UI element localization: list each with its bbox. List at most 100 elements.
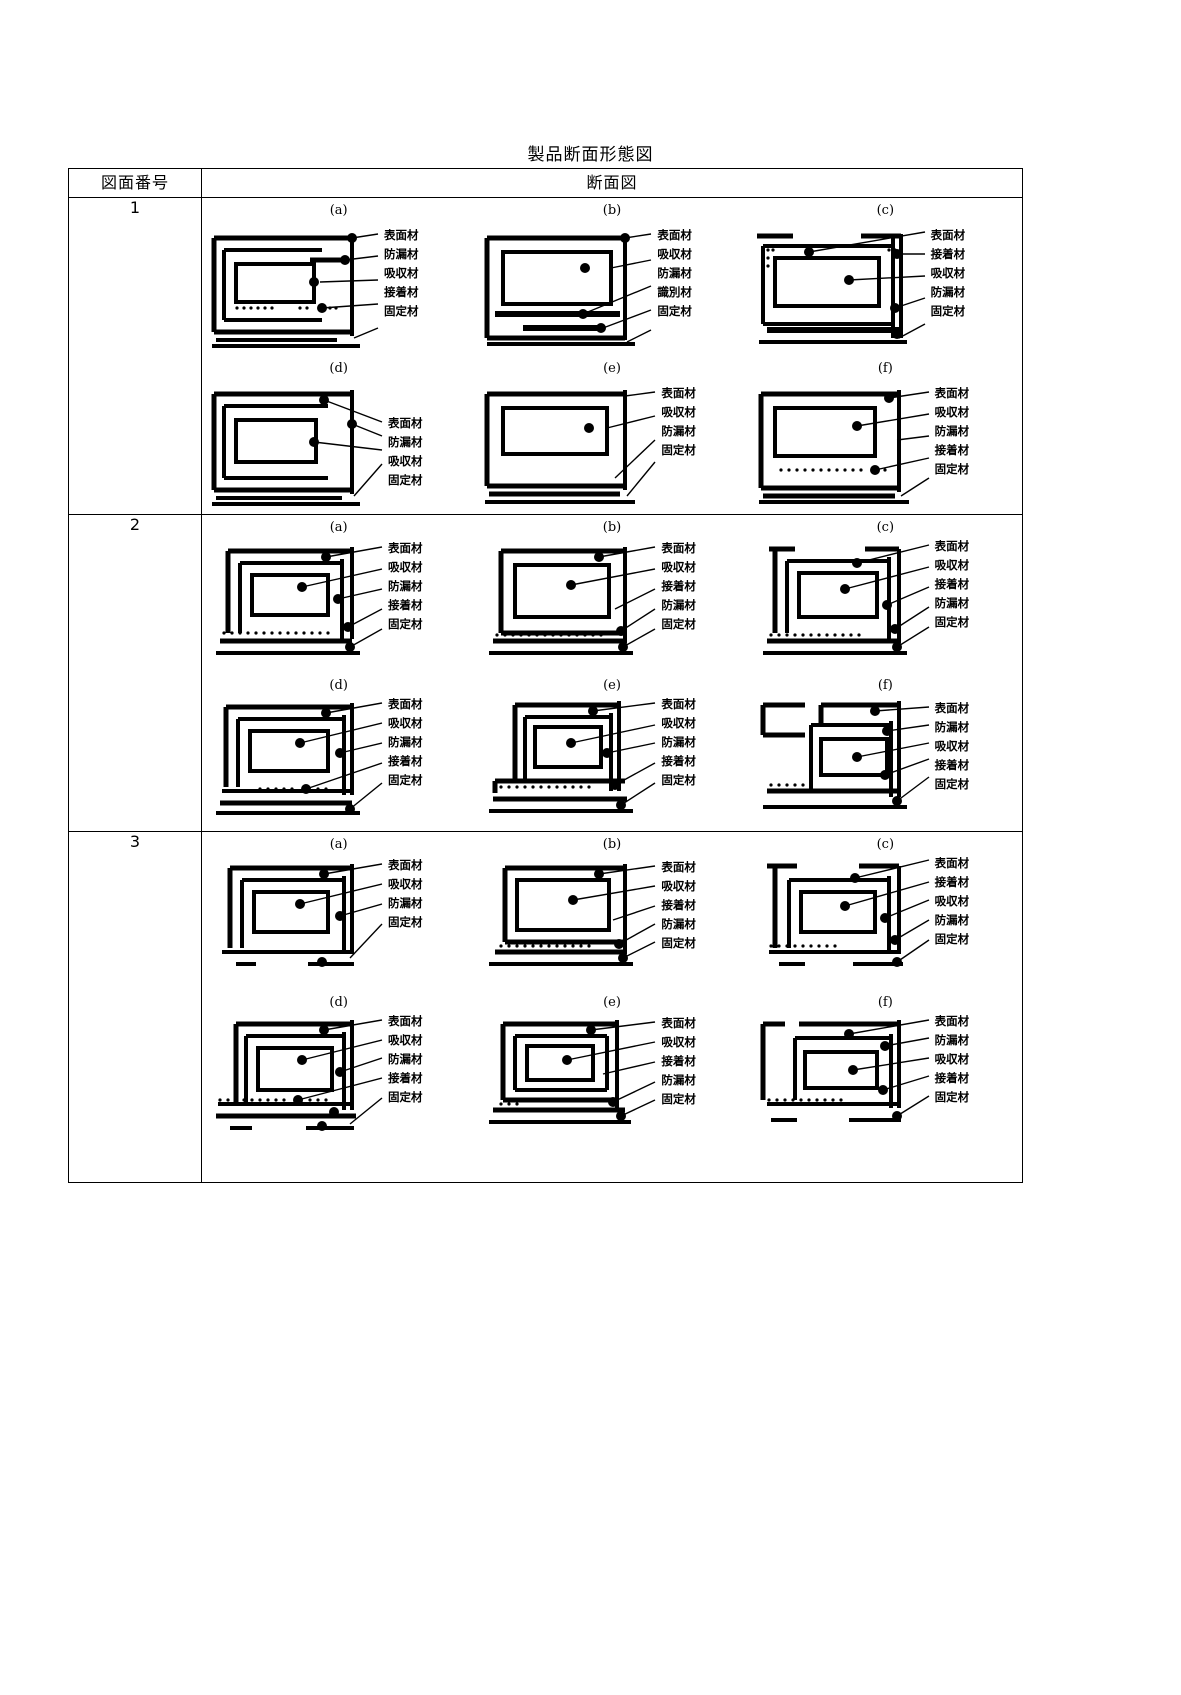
material-label: 接着材 bbox=[930, 247, 966, 261]
figure-2b: (b) bbox=[475, 515, 748, 673]
label-stack: 表面材 吸収材 接着材 防漏材 固定材 bbox=[661, 1014, 696, 1109]
material-label: 固定材 bbox=[661, 1092, 696, 1106]
figure-drawing: 表面材 吸収材 接着材 防漏材 固定材 bbox=[475, 1012, 748, 1142]
material-label: 接着材 bbox=[388, 598, 423, 612]
material-label: 固定材 bbox=[930, 304, 966, 318]
material-label: 表面材 bbox=[934, 701, 970, 715]
material-label: 吸収材 bbox=[388, 877, 423, 891]
figure-drawing: 表面材 防漏材 吸収材 固定材 bbox=[202, 378, 475, 508]
material-label: 吸収材 bbox=[388, 454, 423, 468]
material-label: 吸収材 bbox=[661, 560, 696, 574]
material-label: 吸収材 bbox=[934, 894, 970, 908]
figure-1d: (d) bbox=[202, 356, 475, 514]
figure-grid: (a) bbox=[202, 832, 1022, 1148]
material-label: 接着材 bbox=[934, 1071, 970, 1085]
figure-drawing: 表面材 吸収材 防漏材 接着材 固定材 bbox=[202, 1012, 475, 1142]
material-label: 接着材 bbox=[388, 754, 423, 768]
table-row: 3 (a) bbox=[68, 831, 1023, 1183]
label-stack: 表面材 接着材 吸収材 防漏材 固定材 bbox=[931, 226, 966, 321]
cross-section-svg bbox=[211, 390, 383, 506]
material-label: 防漏材 bbox=[934, 1033, 970, 1047]
material-label: 表面材 bbox=[384, 228, 419, 242]
label-stack: 表面材 防漏材 吸収材 接着材 固定材 bbox=[384, 226, 419, 321]
figure-2e: (e) bbox=[475, 673, 748, 831]
figure-2d: (d) bbox=[202, 673, 475, 831]
figure-key: (b) bbox=[602, 203, 622, 218]
figure-drawing: 表面材 吸収材 接着材 防漏材 固定材 bbox=[475, 537, 748, 667]
table-row: 2 (a) bbox=[68, 514, 1023, 832]
figure-key: (d) bbox=[329, 995, 348, 1010]
figure-1e: (e) bbox=[475, 356, 748, 514]
table-body: 1 (a) bbox=[68, 197, 1023, 1183]
label-stack: 表面材 吸収材 接着材 防漏材 固定材 bbox=[661, 539, 696, 634]
material-label: 接着材 bbox=[934, 443, 970, 457]
material-label: 固定材 bbox=[384, 304, 419, 318]
material-label: 表面材 bbox=[934, 1014, 970, 1028]
label-stack: 表面材 防漏材 吸収材 接着材 固定材 bbox=[935, 699, 970, 794]
figure-key: (f) bbox=[877, 361, 893, 376]
figure-1c: (c) bbox=[749, 198, 1022, 356]
material-label: 接着材 bbox=[384, 285, 419, 299]
figure-drawing: 表面材 防漏材 吸収材 接着材 固定材 bbox=[749, 695, 1022, 825]
figure-drawing: 表面材 防漏材 吸収材 接着材 固定材 bbox=[202, 220, 475, 350]
figure-3a: (a) bbox=[202, 832, 475, 990]
material-label: 防漏材 bbox=[661, 598, 696, 612]
label-stack: 表面材 接着材 吸収材 防漏材 固定材 bbox=[935, 854, 970, 949]
figure-2a: (a) bbox=[202, 515, 475, 673]
figure-2c: (c) bbox=[749, 515, 1022, 673]
material-label: 吸収材 bbox=[661, 716, 696, 730]
material-label: 表面材 bbox=[388, 416, 423, 430]
figure-drawing: 表面材 接着材 吸収材 防漏材 固定材 bbox=[749, 854, 1022, 984]
material-label: 吸収材 bbox=[384, 266, 419, 280]
material-label: 表面材 bbox=[934, 539, 970, 553]
cross-section-svg bbox=[489, 701, 656, 813]
figure-key: (f) bbox=[877, 678, 893, 693]
material-label: 接着材 bbox=[661, 579, 696, 593]
figure-3d: (d) bbox=[202, 990, 475, 1148]
header-cross-section: 断面図 bbox=[201, 168, 1023, 198]
material-label: 表面材 bbox=[934, 856, 970, 870]
figure-3f: (f) bbox=[749, 990, 1022, 1148]
material-label: 固定材 bbox=[388, 617, 423, 631]
material-label: 表面材 bbox=[657, 228, 692, 242]
material-label: 防漏材 bbox=[930, 285, 966, 299]
row-number-cell: 1 bbox=[68, 197, 202, 515]
cross-section-svg bbox=[216, 546, 383, 655]
figure-3e: (e) bbox=[475, 990, 748, 1148]
material-label: 固定材 bbox=[934, 615, 970, 629]
material-label: 防漏材 bbox=[661, 917, 696, 931]
material-label: 固定材 bbox=[934, 1090, 970, 1104]
material-label: 接着材 bbox=[388, 1071, 423, 1085]
row-figures-cell: (a) bbox=[201, 831, 1023, 1183]
material-label: 吸収材 bbox=[661, 879, 696, 893]
material-label: 固定材 bbox=[388, 1090, 423, 1104]
material-label: 防漏材 bbox=[934, 596, 970, 610]
label-stack: 表面材 吸収材 防漏材 接着材 固定材 bbox=[388, 539, 423, 634]
material-label: 防漏材 bbox=[661, 735, 696, 749]
material-label: 表面材 bbox=[661, 541, 696, 555]
figure-key: (c) bbox=[876, 203, 895, 218]
material-label: 表面材 bbox=[661, 1016, 696, 1030]
material-label: 表面材 bbox=[388, 697, 423, 711]
material-label: 接着材 bbox=[934, 758, 970, 772]
material-label: 表面材 bbox=[661, 860, 696, 874]
material-label: 防漏材 bbox=[388, 1052, 423, 1066]
table-header-row: 図面番号 断面図 bbox=[68, 168, 1023, 198]
material-label: 防漏材 bbox=[934, 720, 970, 734]
table-head: 図面番号 断面図 bbox=[68, 168, 1023, 198]
label-stack: 表面材 吸収材 防漏材 識別材 固定材 bbox=[657, 226, 692, 321]
material-label: 吸収材 bbox=[934, 558, 970, 572]
figure-1f: (f) bbox=[749, 356, 1022, 514]
figure-drawing: 表面材 吸収材 防漏材 識別材 固定材 bbox=[475, 220, 748, 350]
material-label: 吸収材 bbox=[388, 560, 423, 574]
figure-3b: (b) bbox=[475, 832, 748, 990]
material-label: 表面材 bbox=[388, 858, 423, 872]
material-label: 固定材 bbox=[661, 936, 696, 950]
material-label: 吸収材 bbox=[934, 739, 970, 753]
material-label: 固定材 bbox=[934, 462, 970, 476]
material-label: 固定材 bbox=[661, 773, 696, 787]
label-stack: 表面材 吸収材 防漏材 接着材 固定材 bbox=[388, 695, 423, 790]
figure-drawing: 表面材 吸収材 防漏材 接着材 固定材 bbox=[202, 537, 475, 667]
cross-section-svg bbox=[211, 233, 379, 348]
